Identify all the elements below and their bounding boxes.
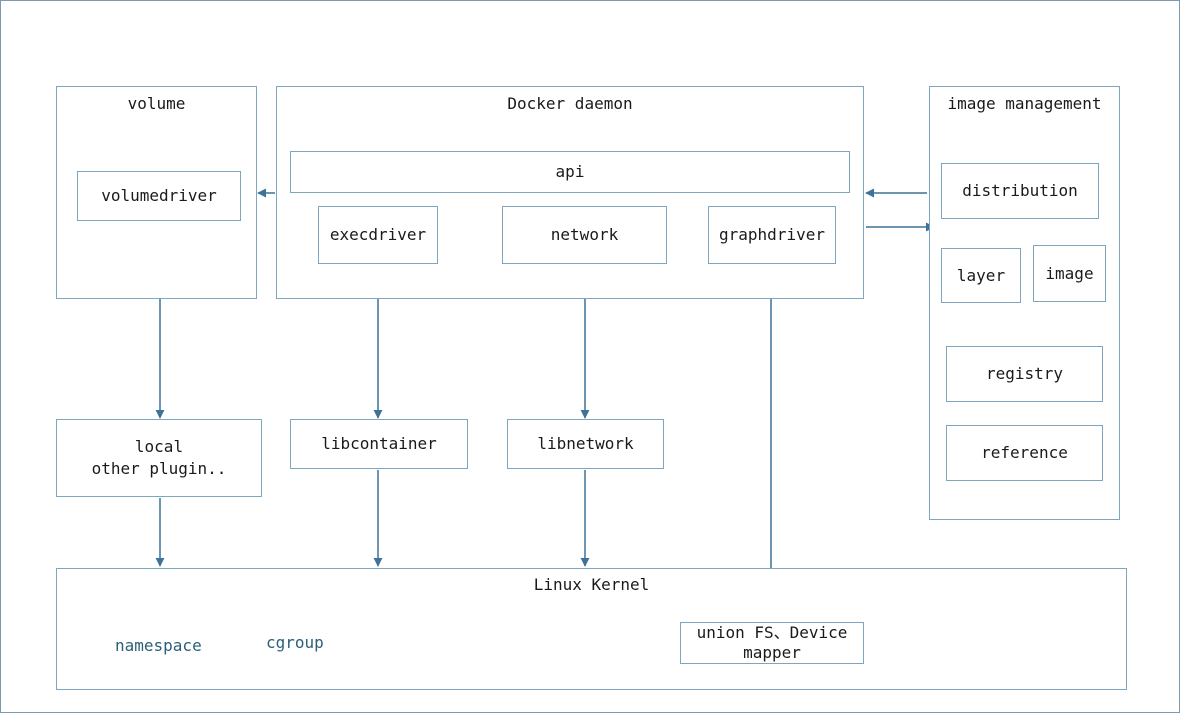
image-box: image: [1033, 245, 1106, 302]
network-box: network: [502, 206, 667, 264]
libnetwork-box: libnetwork: [507, 419, 664, 469]
libcontainer-box: libcontainer: [290, 419, 468, 469]
api-box: api: [290, 151, 850, 193]
execdriver-box: execdriver: [318, 206, 438, 264]
other-plugin-label: other plugin..: [91, 459, 227, 478]
layer-box: layer: [941, 248, 1021, 303]
device-mapper-label: mapper: [743, 643, 801, 662]
docker-daemon-title: Docker daemon: [507, 94, 633, 113]
reference-box: reference: [946, 425, 1103, 481]
local-plugin-box: local other plugin..: [56, 419, 262, 497]
union-fs-label: union FS、Device: [696, 623, 848, 642]
union-fs-box: union FS、Device mapper: [680, 622, 864, 664]
distribution-box: distribution: [941, 163, 1099, 219]
volume-title: volume: [127, 94, 186, 113]
image-management-title: image management: [947, 94, 1102, 113]
namespace-label: namespace: [115, 636, 202, 655]
local-label: local: [134, 437, 184, 456]
graphdriver-box: graphdriver: [708, 206, 836, 264]
registry-box: registry: [946, 346, 1103, 402]
linux-kernel-group: Linux Kernel: [56, 568, 1127, 690]
cgroup-label: cgroup: [266, 633, 324, 652]
linux-kernel-title: Linux Kernel: [533, 575, 650, 594]
volumedriver-box: volumedriver: [77, 171, 241, 221]
